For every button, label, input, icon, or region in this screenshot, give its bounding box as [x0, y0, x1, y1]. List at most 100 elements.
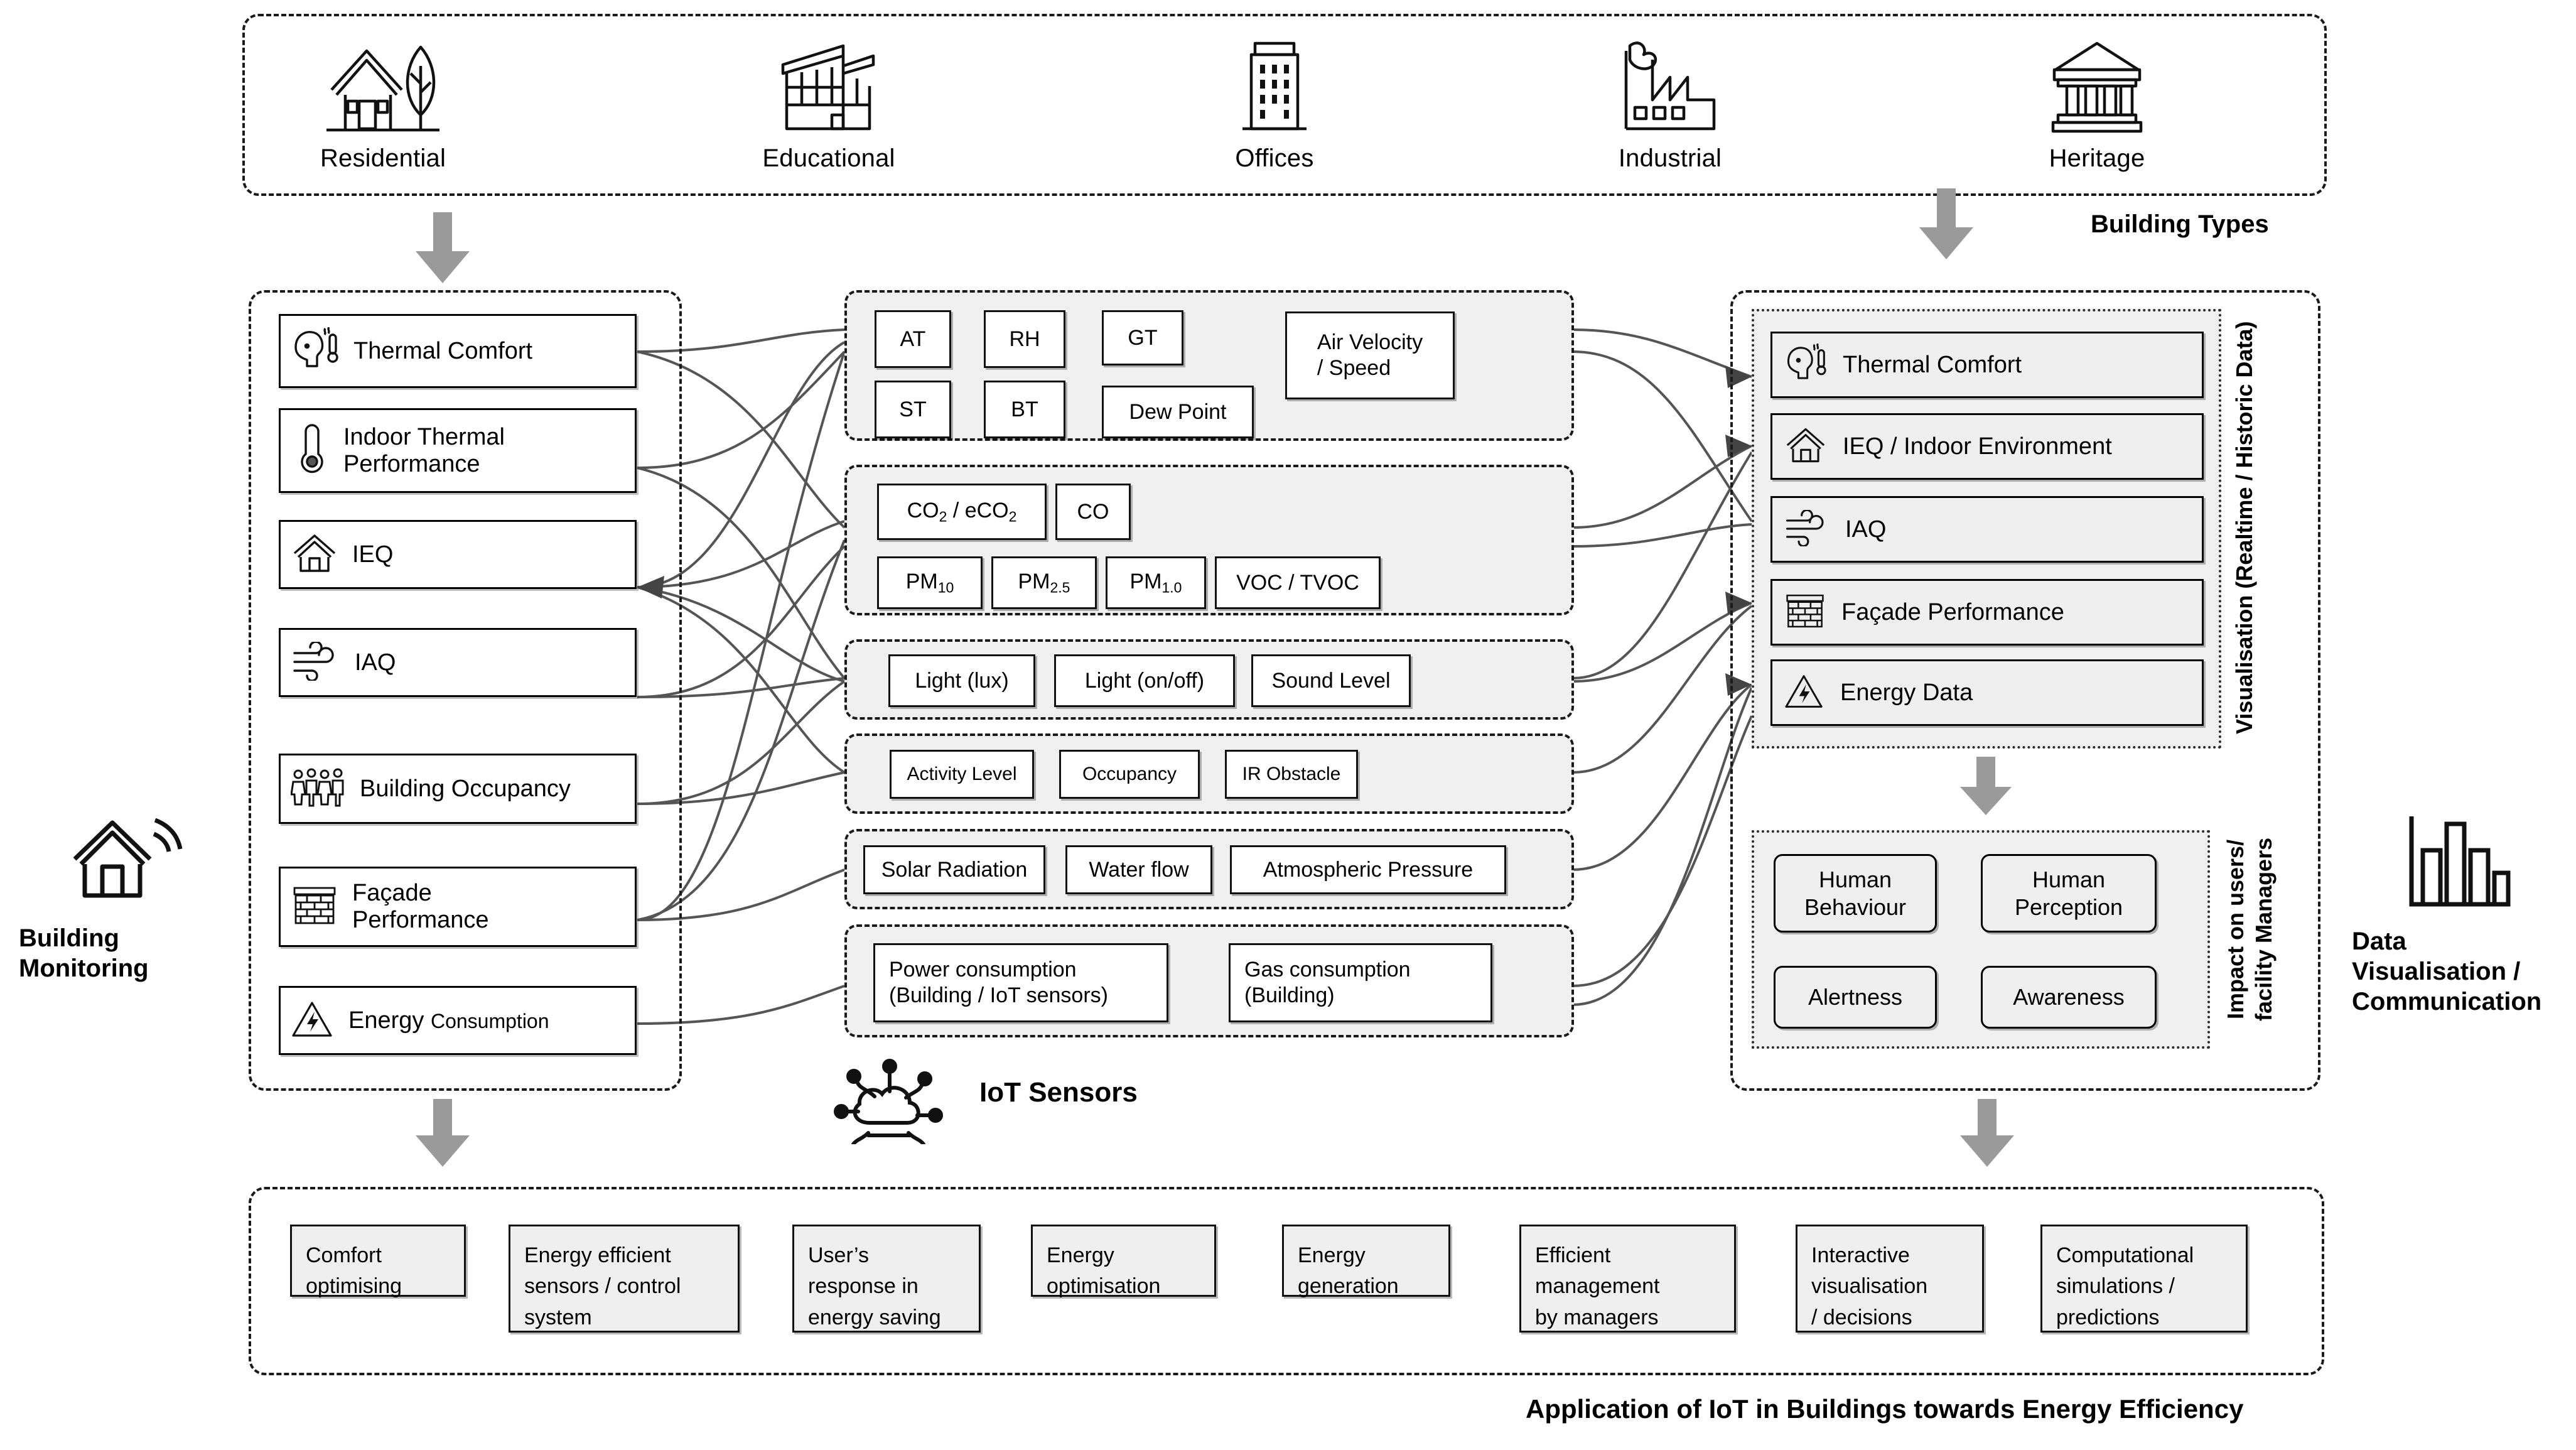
energy-warning-icon — [291, 999, 335, 1042]
vis-item-label: IAQ — [1845, 516, 1887, 543]
monitor-item-label: IAQ — [355, 649, 396, 676]
monitor-item-ieq[interactable]: IEQ — [279, 520, 637, 589]
wind-icon — [291, 640, 341, 684]
sensor-chip-atmospheric-pressure[interactable]: Atmospheric Pressure — [1230, 845, 1506, 894]
vis-item-label: Thermal Comfort — [1843, 351, 2022, 378]
monitor-item-building-occupancy[interactable]: Building Occupancy — [279, 754, 637, 824]
monitor-item-label: Energy Consumption — [348, 1007, 549, 1034]
building-types-label: Building Types — [2091, 210, 2269, 238]
building-type-heritage[interactable]: Heritage — [2003, 31, 2191, 173]
vis-item-ieq[interactable]: IEQ / Indoor Environment — [1770, 413, 2204, 480]
building-type-label: Educational — [762, 144, 895, 172]
arrow-down-right — [1918, 188, 1975, 264]
data-visualisation-caption: Data Visualisation / Communication — [2352, 928, 2542, 1015]
sensor-chip-solar-radiation[interactable]: Solar Radiation — [863, 845, 1045, 894]
brick-wall-icon — [291, 883, 338, 931]
building-monitoring-panel — [249, 290, 682, 1091]
sensor-chip-water-flow[interactable]: Water flow — [1065, 845, 1212, 894]
sensor-chip-light-onoff[interactable]: Light (on/off) — [1054, 654, 1235, 707]
vis-item-label: IEQ / Indoor Environment — [1843, 433, 2112, 460]
sensor-chip-bt[interactable]: BT — [984, 381, 1065, 438]
house-signal-icon — [13, 810, 239, 917]
sensor-group-energy: Power consumption(Building / IoT sensors… — [844, 924, 1574, 1037]
building-type-industrial[interactable]: Industrial — [1576, 31, 1764, 173]
sensor-chip-ir-obstacle[interactable]: IR Obstacle — [1225, 750, 1358, 799]
sensor-chip-occupancy[interactable]: Occupancy — [1059, 750, 1200, 799]
energy-warning-icon — [1784, 673, 1825, 713]
arrow-down-left — [414, 212, 471, 288]
monitor-item-label: Thermal Comfort — [353, 337, 533, 364]
sensor-chip-pm10[interactable]: PM10 — [877, 556, 983, 609]
vis-item-iaq[interactable]: IAQ — [1770, 496, 2204, 563]
house-icon — [1784, 426, 1828, 468]
sensor-chip-air-velocity[interactable]: Air Velocity/ Speed — [1285, 311, 1455, 399]
building-type-offices[interactable]: Offices — [1180, 31, 1369, 173]
monitor-item-thermal-comfort[interactable]: Thermal Comfort — [279, 314, 637, 388]
impact-chip-awareness[interactable]: Awareness — [1981, 966, 2157, 1029]
sensor-chip-sound-level[interactable]: Sound Level — [1251, 654, 1411, 707]
sensor-chip-at[interactable]: AT — [875, 310, 951, 368]
sensor-chip-pm1[interactable]: PM1.0 — [1106, 556, 1206, 609]
sensor-chip-co2[interactable]: CO2 / eCO2 — [877, 484, 1047, 540]
sensor-chip-st[interactable]: ST — [875, 381, 951, 438]
applications-panel — [249, 1187, 2324, 1375]
building-types-panel — [242, 14, 2327, 196]
monitor-item-energy-consumption[interactable]: Energy Consumption — [279, 986, 637, 1055]
sensor-chip-power-consumption[interactable]: Power consumption(Building / IoT sensors… — [873, 943, 1168, 1022]
visualisation-vertical-label: Visualisation (Realtime / Historic Data) — [2231, 321, 2257, 734]
monitor-item-iaq[interactable]: IAQ — [279, 628, 637, 697]
sensor-chip-light-lux[interactable]: Light (lux) — [888, 654, 1035, 707]
impact-vertical-label: Impact on users/ facility Managers — [2223, 837, 2277, 1022]
sensor-chip-voc[interactable]: VOC / TVOC — [1215, 556, 1381, 609]
thermometer-icon — [291, 423, 330, 479]
vis-item-energy-data[interactable]: Energy Data — [1770, 659, 2204, 726]
sensor-chip-dew-point[interactable]: Dew Point — [1102, 386, 1254, 438]
building-type-label: Residential — [320, 144, 446, 172]
impact-chip-alertness[interactable]: Alertness — [1774, 966, 1937, 1029]
applications-caption: Application of IoT in Buildings towards … — [1526, 1394, 2244, 1424]
building-type-residential[interactable]: Residential — [289, 31, 477, 173]
house-with-tree-icon — [289, 31, 477, 138]
building-type-label: Offices — [1235, 144, 1314, 172]
sensor-chip-co[interactable]: CO — [1055, 484, 1131, 540]
iot-sensors-label: IoT Sensors — [979, 1077, 1138, 1108]
sensor-chip-rh[interactable]: RH — [984, 310, 1065, 368]
bar-chart-icon — [2348, 810, 2568, 920]
data-visualisation-label-group: Data Visualisation / Communication — [2348, 810, 2568, 1017]
building-type-label: Heritage — [2049, 144, 2145, 172]
vis-item-thermal-comfort[interactable]: Thermal Comfort — [1770, 332, 2204, 398]
sensor-group-occupancy: Activity Level Occupancy IR Obstacle — [844, 733, 1574, 814]
school-building-icon — [735, 31, 923, 138]
sensor-group-environment: Solar Radiation Water flow Atmospheric P… — [844, 829, 1574, 909]
monitor-item-label: Building Occupancy — [360, 775, 571, 802]
visualisation-panel — [1730, 290, 2320, 1091]
sensor-chip-pm25[interactable]: PM2.5 — [991, 556, 1097, 609]
arrow-down-visualisation-to-impact — [1959, 757, 2013, 820]
building-type-educational[interactable]: Educational — [735, 31, 923, 173]
vis-item-label: Façade Performance — [1841, 598, 2064, 625]
sensor-group-thermal: AT RH GT Air Velocity/ Speed ST BT Dew P… — [844, 290, 1574, 441]
arrow-down-to-applications-left — [414, 1099, 471, 1171]
vis-item-facade-performance[interactable]: Façade Performance — [1770, 579, 2204, 646]
arrow-down-to-applications-right — [1959, 1099, 2015, 1171]
sensor-chip-activity-level[interactable]: Activity Level — [890, 750, 1034, 799]
sensor-chip-gas-consumption[interactable]: Gas consumption(Building) — [1229, 943, 1492, 1022]
sensor-chip-gt[interactable]: GT — [1102, 310, 1183, 365]
office-tower-icon — [1180, 31, 1369, 138]
vis-item-label: Energy Data — [1840, 679, 1973, 706]
